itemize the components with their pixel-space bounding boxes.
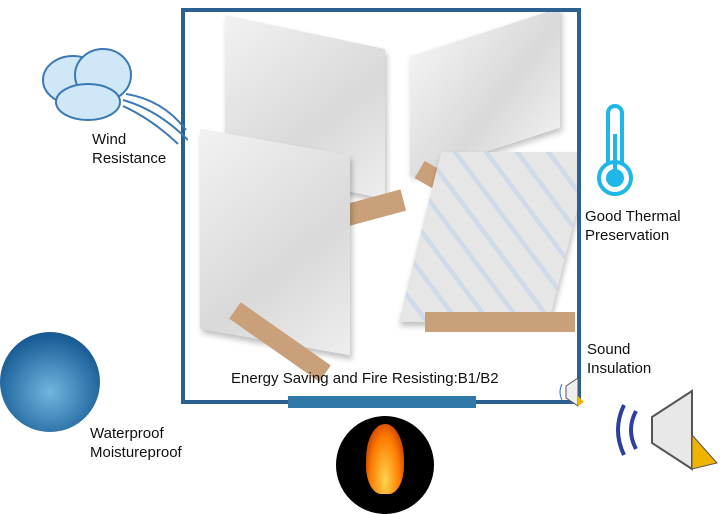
product-frame bbox=[181, 8, 581, 404]
caption-bar bbox=[288, 396, 476, 408]
sound-line2: Insulation bbox=[587, 360, 652, 377]
wind-cloud-icon bbox=[38, 40, 189, 145]
water-drop-image bbox=[0, 332, 100, 432]
thermal-label: Good Thermal Preservation bbox=[585, 207, 681, 245]
waterproof-label: Waterproof Moistureproof bbox=[90, 424, 182, 462]
speaker-icon bbox=[612, 385, 722, 480]
sound-label: Sound Insulation bbox=[587, 340, 651, 378]
sound-line1: Sound bbox=[587, 341, 631, 358]
thermal-line1: Good Thermal bbox=[585, 208, 681, 225]
thermometer-icon bbox=[596, 104, 636, 204]
caption-text: Energy Saving and Fire Resisting:B1/B2 bbox=[231, 370, 499, 387]
sandwich-panels-photo bbox=[185, 12, 577, 400]
water-line1: Waterproof bbox=[90, 425, 164, 442]
water-line2: Moistureproof bbox=[90, 444, 182, 461]
wind-line1: Wind bbox=[92, 131, 127, 148]
thermal-line2: Preservation bbox=[585, 227, 670, 244]
fire-image bbox=[336, 416, 434, 514]
wind-line2: Resistance bbox=[92, 150, 167, 167]
wind-resistance-label: Wind Resistance bbox=[92, 130, 166, 168]
small-speaker-icon bbox=[556, 376, 586, 413]
